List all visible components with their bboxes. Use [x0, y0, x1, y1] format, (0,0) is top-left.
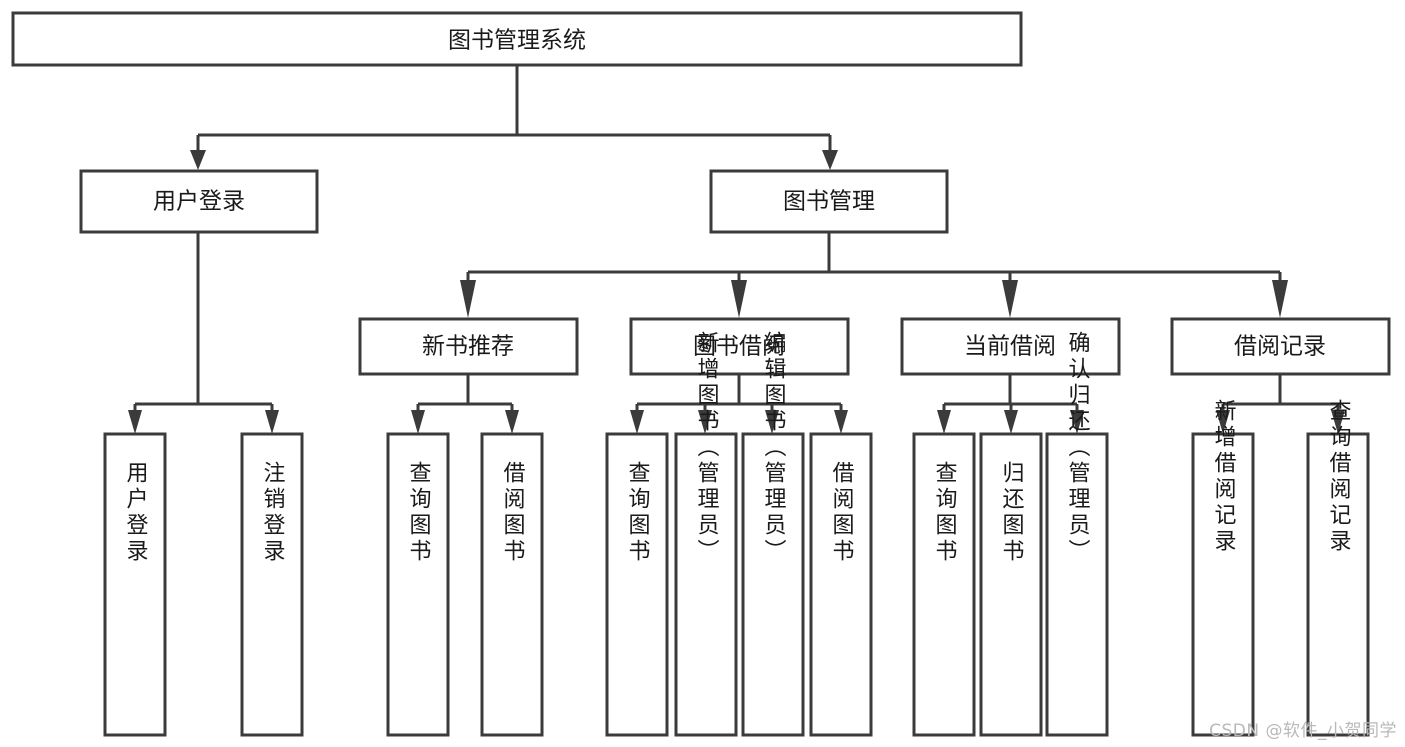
node-borrow-record-box[interactable] [1170, 317, 1391, 376]
leaf-query-book-3-label: 查询图书 [932, 461, 958, 565]
leaf-confirm-return[interactable]: 确认归还（管理员） [1045, 331, 1109, 737]
arrowhead-leaf-query-record [1331, 410, 1345, 434]
leaf-query-book-1[interactable]: 查询图书 [386, 432, 450, 737]
leaf-logout-box[interactable] [240, 432, 304, 737]
leaf-user-login[interactable]: 用户登录 [103, 432, 167, 737]
leaf-query-book-3-box[interactable] [912, 432, 976, 737]
leaf-add-record-box[interactable] [1191, 432, 1255, 737]
leaf-add-book-label: 新增图书（管理员） [694, 331, 720, 565]
arrowhead-leaf-add-record [1216, 410, 1230, 434]
leaf-borrow-book-1-box[interactable] [480, 432, 544, 737]
leaf-add-record-label: 新增借阅记录 [1211, 399, 1237, 555]
arrowhead-leaf-borrow-book-1 [505, 410, 519, 434]
arrowhead-leaf-return-book [1004, 410, 1018, 434]
node-root[interactable]: 图书管理系统 [11, 11, 1023, 67]
node-current-borrow[interactable]: 当前借阅 [900, 317, 1121, 376]
arrowhead-leaf-query-book-1 [411, 410, 425, 434]
leaf-query-record[interactable]: 查询借阅记录 [1306, 399, 1370, 737]
node-new-book-rec[interactable]: 新书推荐 [358, 317, 579, 376]
leaf-query-record-box[interactable] [1306, 432, 1370, 737]
arrowhead-leaf-query-book-3 [937, 410, 951, 434]
node-book-borrow[interactable]: 图书借阅 [629, 317, 850, 376]
arrowhead-book-borrow [731, 280, 747, 318]
node-user-login-box[interactable] [79, 169, 319, 234]
leaf-add-book-box[interactable] [674, 432, 738, 737]
leaf-query-book-1-box[interactable] [386, 432, 450, 737]
node-borrow-record[interactable]: 借阅记录 [1170, 317, 1391, 376]
leaf-borrow-book-2[interactable]: 借阅图书 [809, 432, 873, 737]
leaf-query-record-label: 查询借阅记录 [1326, 399, 1352, 555]
arrowhead-leaf-user-login [128, 410, 142, 434]
arrowhead-leaf-query-book-2 [630, 410, 644, 434]
node-book-borrow-box[interactable] [629, 317, 850, 376]
leaf-borrow-book-1[interactable]: 借阅图书 [480, 432, 544, 737]
arrowhead-leaf-confirm-return [1070, 410, 1084, 434]
node-new-book-rec-label: 新书推荐 [422, 334, 514, 360]
leaf-query-book-2-box[interactable] [605, 432, 669, 737]
leaf-query-book-3[interactable]: 查询图书 [912, 432, 976, 737]
arrowhead-leaf-logout [265, 410, 279, 434]
leaf-borrow-book-2-box[interactable] [809, 432, 873, 737]
leaf-borrow-book-2-label: 借阅图书 [829, 461, 855, 565]
leaf-query-book-2[interactable]: 查询图书 [605, 432, 669, 737]
leaf-edit-book-box[interactable] [741, 432, 805, 737]
arrowhead-borrow-record [1272, 280, 1288, 318]
leaf-borrow-book-1-label: 借阅图书 [500, 461, 526, 565]
node-book-manage-label: 图书管理 [783, 189, 875, 215]
arrowhead-new-book-rec [460, 280, 476, 318]
node-borrow-record-label: 借阅记录 [1234, 334, 1326, 360]
leaf-user-login-box[interactable] [103, 432, 167, 737]
connectors [128, 65, 1345, 434]
node-book-manage[interactable]: 图书管理 [709, 169, 949, 234]
leaf-confirm-return-label: 确认归还（管理员） [1065, 331, 1091, 565]
node-book-manage-box[interactable] [709, 169, 949, 234]
leaf-return-book[interactable]: 归还图书 [979, 432, 1043, 737]
arrowhead-leaf-edit-book [765, 410, 779, 434]
leaf-return-book-label: 归还图书 [999, 461, 1025, 565]
leaf-edit-book[interactable]: 编辑图书（管理员） [741, 331, 805, 737]
leaf-logout-label: 注销登录 [260, 461, 286, 565]
leaf-add-record[interactable]: 新增借阅记录 [1191, 399, 1255, 737]
leaf-query-book-2-label: 查询图书 [625, 461, 651, 565]
arrowhead-current-borrow [1002, 280, 1018, 318]
node-root-box[interactable] [11, 11, 1023, 67]
leaf-add-book[interactable]: 新增图书（管理员） [674, 331, 738, 737]
leaf-logout[interactable]: 注销登录 [240, 432, 304, 737]
leaf-edit-book-label: 编辑图书（管理员） [761, 331, 787, 565]
node-user-login[interactable]: 用户登录 [79, 169, 319, 234]
arrowhead-leaf-borrow-book-2 [834, 410, 848, 434]
node-new-book-rec-box[interactable] [358, 317, 579, 376]
watermark-text: CSDN @软件_小贺同学 [1209, 721, 1397, 741]
leaf-query-book-1-label: 查询图书 [406, 461, 432, 565]
node-root-label: 图书管理系统 [448, 28, 586, 54]
arrowhead-user-login [190, 150, 206, 170]
leaf-user-login-label: 用户登录 [123, 461, 149, 565]
arrowhead-book-manage [822, 150, 838, 170]
node-current-borrow-box[interactable] [900, 317, 1121, 376]
node-book-borrow-label: 图书借阅 [693, 334, 785, 360]
leaf-return-book-box[interactable] [979, 432, 1043, 737]
node-current-borrow-label: 当前借阅 [964, 334, 1056, 360]
node-user-login-label: 用户登录 [153, 189, 245, 215]
arrowhead-leaf-add-book [698, 410, 712, 434]
leaf-confirm-return-box[interactable] [1045, 432, 1109, 737]
